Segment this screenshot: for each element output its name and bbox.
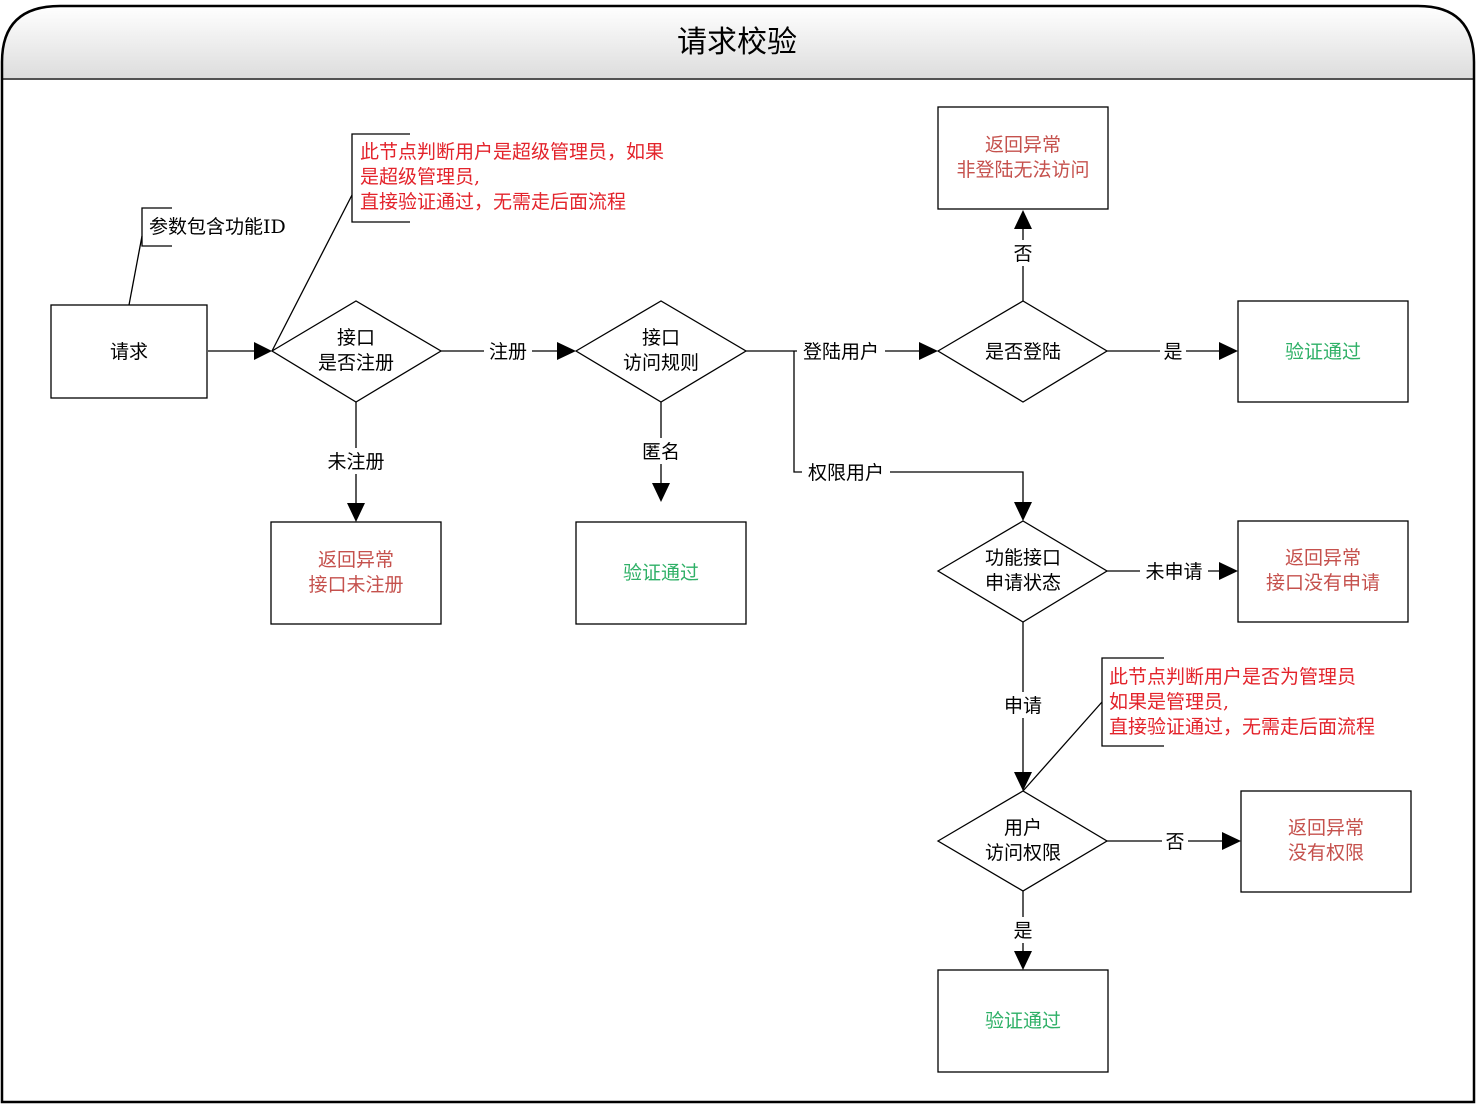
svg-text:请求: 请求 <box>110 341 148 363</box>
edge-label-applied: 申请 <box>1004 695 1042 717</box>
svg-text:访问权限: 访问权限 <box>985 842 1061 864</box>
pass-permission-node[interactable]: 验证通过 <box>937 969 1109 1073</box>
annotation-super-admin: 此节点判断用户是超级管理员，如果 是超级管理员, 直接验证通过，无需走后面流程 <box>360 141 664 213</box>
pass-anonymous-node[interactable]: 验证通过 <box>575 521 747 625</box>
arrow-head <box>254 342 272 360</box>
svg-text:验证通过: 验证通过 <box>623 562 699 584</box>
svg-text:访问规则: 访问规则 <box>623 352 699 374</box>
edge-labels: 注册 未注册 匿名 登陆用户 权限用户 否 是 未申请 申请 否 是 <box>322 240 1208 943</box>
edge-label-registered: 注册 <box>489 341 527 363</box>
edge-label-anonymous: 匿名 <box>642 441 680 463</box>
error-not-logged-in-node[interactable]: 返回异常 非登陆无法访问 <box>937 106 1109 210</box>
connectors <box>208 210 1241 970</box>
edge-label-permission-no: 否 <box>1165 831 1184 853</box>
pass-login-node[interactable]: 验证通过 <box>1237 300 1409 403</box>
arrow-head <box>1219 562 1238 580</box>
svg-text:直接验证通过，无需走后面流程: 直接验证通过，无需走后面流程 <box>360 191 626 213</box>
svg-text:接口未注册: 接口未注册 <box>308 574 403 596</box>
svg-text:没有权限: 没有权限 <box>1288 842 1364 864</box>
error-not-applied-node[interactable]: 返回异常 接口没有申请 <box>1237 520 1409 623</box>
diagram-frame <box>0 4 1476 1104</box>
arrow-head <box>557 342 576 360</box>
edge-label-login-no: 否 <box>1013 243 1032 265</box>
arrow-head <box>1222 832 1241 850</box>
error-no-permission-node[interactable]: 返回异常 没有权限 <box>1240 790 1412 893</box>
svg-text:接口: 接口 <box>337 327 375 349</box>
svg-text:返回异常: 返回异常 <box>1285 547 1361 569</box>
svg-text:非登陆无法访问: 非登陆无法访问 <box>956 159 1089 181</box>
svg-text:返回异常: 返回异常 <box>318 549 394 571</box>
arrow-head <box>1014 951 1032 970</box>
access-rule-decision[interactable]: 接口 访问规则 <box>574 300 748 403</box>
svg-text:返回异常: 返回异常 <box>1288 817 1364 839</box>
annotation-leaders <box>128 133 1164 792</box>
user-permission-decision[interactable]: 用户 访问权限 <box>936 790 1109 892</box>
request-node[interactable]: 请求 <box>50 304 208 399</box>
svg-text:返回异常: 返回异常 <box>985 134 1061 156</box>
svg-text:如果是管理员,: 如果是管理员, <box>1109 691 1229 713</box>
svg-text:功能接口: 功能接口 <box>985 547 1061 569</box>
arrow-head <box>347 503 365 522</box>
svg-text:验证通过: 验证通过 <box>985 1010 1061 1032</box>
svg-text:申请状态: 申请状态 <box>985 572 1061 594</box>
apply-status-decision[interactable]: 功能接口 申请状态 <box>936 520 1109 623</box>
svg-text:验证通过: 验证通过 <box>1285 341 1361 363</box>
svg-text:接口: 接口 <box>642 327 680 349</box>
registered-decision[interactable]: 接口 是否注册 <box>270 300 443 403</box>
arrow-head <box>1219 342 1238 360</box>
diagram-title: 请求校验 <box>677 25 797 60</box>
annotation-admin: 此节点判断用户是否为管理员 如果是管理员, 直接验证通过，无需走后面流程 <box>1109 666 1375 738</box>
svg-text:此节点判断用户是否为管理员: 此节点判断用户是否为管理员 <box>1109 666 1356 688</box>
annotation-params: 参数包含功能ID <box>149 216 286 238</box>
svg-text:是否登陆: 是否登陆 <box>985 341 1061 363</box>
edge-label-permission-yes: 是 <box>1013 920 1032 942</box>
svg-text:用户: 用户 <box>1004 817 1042 839</box>
svg-text:直接验证通过，无需走后面流程: 直接验证通过，无需走后面流程 <box>1109 716 1375 738</box>
edge-label-login-user: 登陆用户 <box>803 341 879 363</box>
arrow-head <box>1014 772 1032 791</box>
edge-label-permission-user: 权限用户 <box>808 462 884 484</box>
edge-label-not-applied: 未申请 <box>1145 561 1202 583</box>
svg-text:此节点判断用户是超级管理员，如果: 此节点判断用户是超级管理员，如果 <box>360 141 664 163</box>
svg-text:接口没有申请: 接口没有申请 <box>1266 572 1380 594</box>
error-not-registered-node[interactable]: 返回异常 接口未注册 <box>270 521 442 625</box>
edge-label-not-registered: 未注册 <box>327 451 384 473</box>
login-decision[interactable]: 是否登陆 <box>936 300 1109 403</box>
svg-text:是否注册: 是否注册 <box>318 352 394 374</box>
edge-label-login-yes: 是 <box>1163 341 1182 363</box>
arrow-head <box>652 483 670 502</box>
arrow-head <box>1014 502 1032 521</box>
arrow-head <box>1014 210 1032 229</box>
svg-text:是超级管理员,: 是超级管理员, <box>360 166 480 188</box>
arrow-head <box>919 342 938 360</box>
